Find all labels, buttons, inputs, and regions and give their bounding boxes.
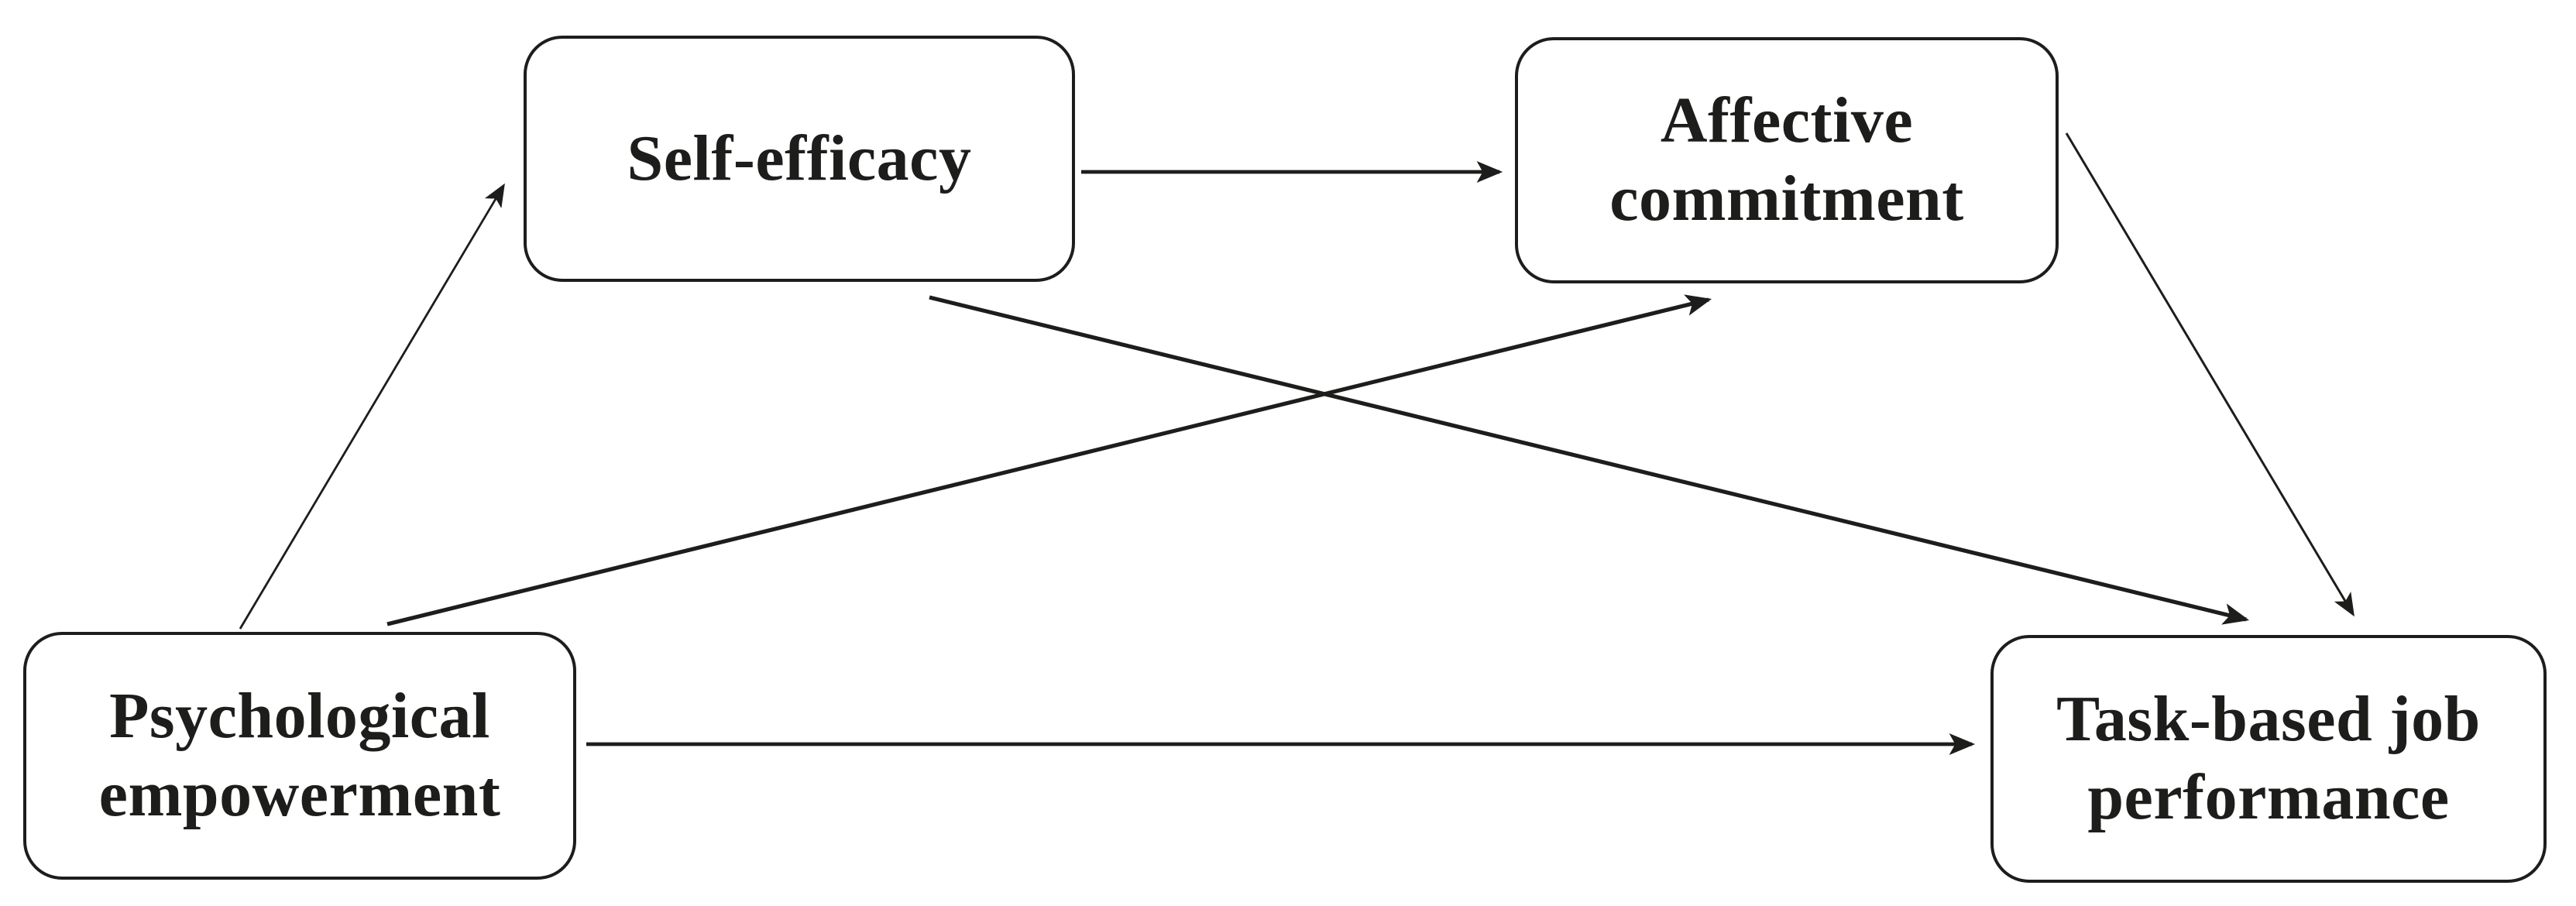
arrow-affective-commitment-to-task-based-job-performance: [2065, 132, 2354, 617]
node-affective-commitment-label: Affective commitment: [1609, 84, 1964, 235]
node-task-based-job-performance-label: Task-based job performance: [2056, 683, 2481, 833]
arrow-psychological-empowerment-to-affective-commitment: [386, 294, 1712, 626]
node-self-efficacy-label: Self-efficacy: [627, 122, 972, 194]
node-psychological-empowerment-label: Psychological empowerment: [98, 680, 501, 830]
arrow-self-efficacy-to-task-based-job-performance: [929, 295, 2250, 625]
arrow-psychological-empowerment-to-self-efficacy: [239, 183, 505, 630]
node-self-efficacy: Self-efficacy: [524, 36, 1075, 282]
node-psychological-empowerment: Psychological empowerment: [23, 632, 576, 880]
node-affective-commitment: Affective commitment: [1515, 37, 2059, 283]
node-task-based-job-performance: Task-based job performance: [1990, 635, 2547, 883]
